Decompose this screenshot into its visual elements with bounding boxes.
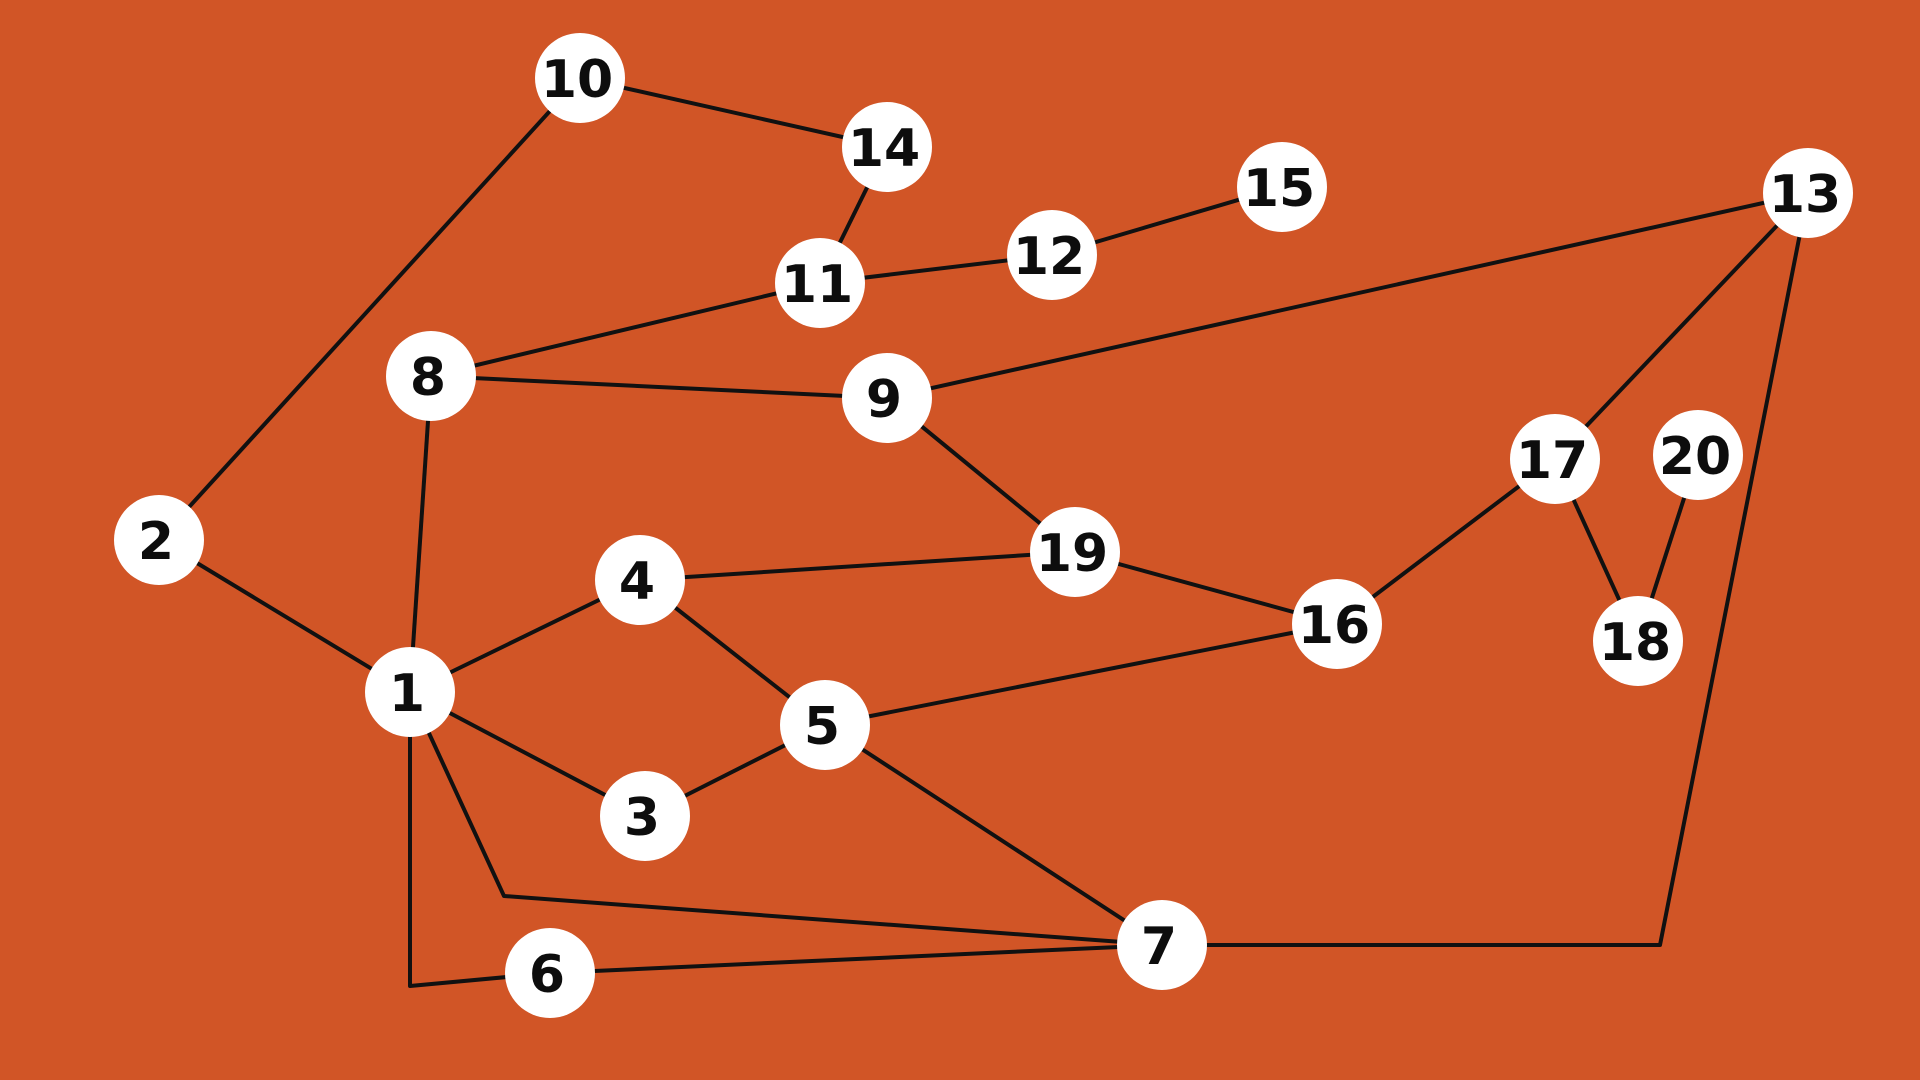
- edge-2-10: [157, 76, 582, 542]
- node-label-20: 20: [1659, 427, 1731, 487]
- node-7: 7: [1117, 900, 1207, 990]
- node-13: 13: [1763, 148, 1853, 238]
- edge-16-17: [1335, 457, 1557, 626]
- node-label-10: 10: [541, 50, 613, 110]
- edge-4-19: [639, 550, 1076, 582]
- node-circle-1: [365, 647, 455, 737]
- edge-2-1: [157, 538, 412, 694]
- edge-1-7: [408, 691, 1163, 947]
- edge-5-7: [823, 723, 1164, 947]
- node-20: 20: [1653, 410, 1743, 500]
- node-label-19: 19: [1036, 524, 1108, 584]
- node-4: 4: [595, 535, 685, 625]
- node-8: 8: [386, 331, 476, 421]
- node-circle-13: [1763, 148, 1853, 238]
- node-17: 17: [1510, 414, 1600, 504]
- node-circle-3: [600, 771, 690, 861]
- node-14: 14: [842, 102, 932, 192]
- node-label-6: 6: [529, 945, 565, 1005]
- edge-6-7: [549, 943, 1163, 975]
- node-circle-20: [1653, 410, 1743, 500]
- node-circle-18: [1593, 596, 1683, 686]
- edge-10-14: [579, 76, 888, 149]
- edge-5-16: [824, 622, 1338, 727]
- node-16: 16: [1292, 579, 1382, 669]
- edge-11-8: [430, 281, 821, 378]
- node-6: 6: [505, 928, 595, 1018]
- edge-1-6: [408, 692, 551, 988]
- node-1: 1: [365, 647, 455, 737]
- node-label-16: 16: [1298, 596, 1370, 656]
- node-circle-8: [386, 331, 476, 421]
- node-circle-5: [780, 680, 870, 770]
- edge-8-1: [408, 375, 433, 693]
- node-label-14: 14: [848, 119, 920, 179]
- node-2: 2: [114, 495, 204, 585]
- node-circle-11: [775, 238, 865, 328]
- node-label-1: 1: [389, 664, 425, 724]
- node-label-12: 12: [1013, 227, 1085, 287]
- edge-7-13: [1162, 192, 1810, 947]
- node-label-8: 8: [410, 348, 446, 408]
- node-circle-2: [114, 495, 204, 585]
- node-label-15: 15: [1243, 159, 1315, 219]
- node-circle-9: [842, 353, 932, 443]
- node-circle-14: [842, 102, 932, 192]
- edge-8-9: [430, 374, 888, 400]
- node-circle-17: [1510, 414, 1600, 504]
- node-9: 9: [842, 353, 932, 443]
- node-label-11: 11: [781, 255, 853, 315]
- node-3: 3: [600, 771, 690, 861]
- node-15: 15: [1237, 142, 1327, 232]
- node-10: 10: [535, 33, 625, 123]
- node-label-9: 9: [866, 370, 902, 430]
- node-circle-4: [595, 535, 685, 625]
- node-label-4: 4: [619, 552, 655, 612]
- node-label-18: 18: [1599, 613, 1671, 673]
- node-12: 12: [1007, 210, 1097, 300]
- node-circle-19: [1030, 507, 1120, 597]
- edge-19-16: [1074, 550, 1338, 626]
- edge-17-13: [1553, 191, 1810, 461]
- node-circle-7: [1117, 900, 1207, 990]
- node-circle-10: [535, 33, 625, 123]
- node-label-17: 17: [1516, 431, 1588, 491]
- node-label-5: 5: [804, 697, 840, 757]
- node-label-3: 3: [624, 788, 660, 848]
- node-circle-12: [1007, 210, 1097, 300]
- node-circle-16: [1292, 579, 1382, 669]
- node-18: 18: [1593, 596, 1683, 686]
- node-label-13: 13: [1769, 165, 1841, 225]
- node-19: 19: [1030, 507, 1120, 597]
- edge-9-13: [886, 191, 1809, 400]
- node-11: 11: [775, 238, 865, 328]
- node-circle-15: [1237, 142, 1327, 232]
- node-label-7: 7: [1141, 917, 1177, 977]
- node-circle-6: [505, 928, 595, 1018]
- node-label-2: 2: [138, 512, 174, 572]
- node-5: 5: [780, 680, 870, 770]
